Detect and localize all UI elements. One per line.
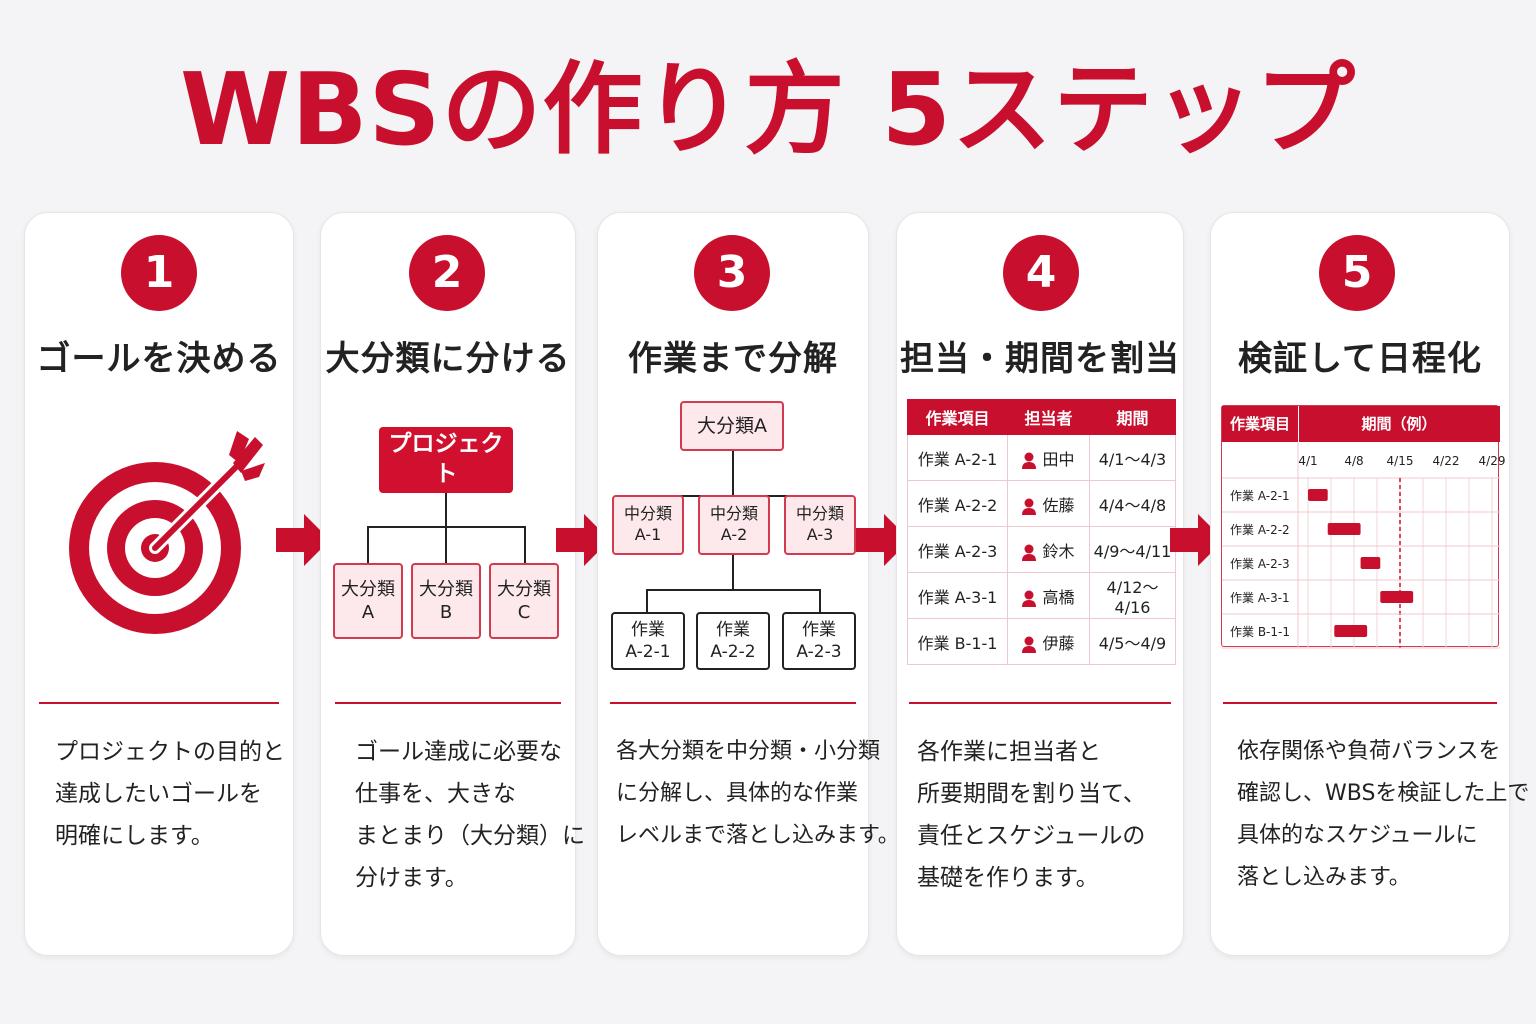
gantt-bar <box>1308 489 1328 501</box>
step-description: 依存関係や負荷バランスを 確認し、WBSを検証した上で 具体的なスケジュールに … <box>1237 739 1530 890</box>
task-label: 作業 A-2-3 <box>1230 557 1290 571</box>
gantt-bar <box>1360 557 1381 569</box>
person-icon <box>1022 544 1037 561</box>
tree-connector <box>646 589 648 613</box>
divider <box>1223 702 1497 704</box>
step-title: 作業まで分解 <box>628 339 838 379</box>
divider <box>610 702 856 704</box>
step-number-badge: 5 <box>1319 235 1395 311</box>
date-tick-label: 4/8 <box>1344 454 1363 468</box>
target-with-arrow-icon <box>69 431 265 634</box>
column-header: 期間（例） <box>1361 415 1437 433</box>
person-icon <box>1022 636 1037 653</box>
arrow-right-icon <box>276 514 330 566</box>
step-description: 各大分類を中分類・小分類 に分解し、具体的な作業 レベルまで落とし込みます。 <box>616 739 900 848</box>
step-description: 各作業に担当者と 所要期間を割り当て、 責任とスケジュールの 基礎を作ります。 <box>917 739 1146 891</box>
gantt-header <box>1222 406 1500 442</box>
step-title: 担当・期間を割当 <box>900 339 1180 379</box>
date-tick-label: 4/22 <box>1433 454 1460 468</box>
tree-connector <box>732 451 734 496</box>
divider <box>909 702 1171 704</box>
gantt-chart: 作業項目 期間（例） 4/1 4/8 4/15 4/22 4/29 作業 A-2-1 作業 … <box>1221 405 1505 649</box>
step-card-4: 4 担当・期間を割当 作業項目 担当者 期間 作業 A-2-1 田中 4/1～4… <box>896 212 1184 956</box>
tree-connector <box>367 526 369 564</box>
tree-connector <box>732 555 734 590</box>
date-tick-label: 4/15 <box>1387 454 1414 468</box>
step-number-badge: 1 <box>121 235 197 311</box>
tree-connector <box>445 493 447 527</box>
step-title: 大分類に分ける <box>325 339 571 379</box>
task-label: 作業 A-3-1 <box>1230 591 1290 605</box>
column-header: 期間 <box>1089 399 1176 435</box>
table-row: 作業 A-2-2 佐藤 4/4～4/8 <box>907 480 1176 527</box>
tree-connector <box>524 526 526 564</box>
project-node: プロジェクト <box>379 427 513 493</box>
step-number-badge: 3 <box>694 235 770 311</box>
divider <box>39 702 279 704</box>
date-tick-label: 4/29 <box>1479 454 1506 468</box>
table-row: 作業 A-2-1 田中 4/1～4/3 <box>907 434 1176 481</box>
step-title: 検証して日程化 <box>1238 339 1482 379</box>
tree-connector <box>445 526 447 564</box>
tree-connector <box>819 589 821 613</box>
page-title: WBSの作り方 5ステップ <box>180 51 1356 168</box>
task-label: 作業 A-2-2 <box>1230 523 1290 537</box>
arrow-right-icon <box>556 514 610 566</box>
task-label: 作業 B-1-1 <box>1230 625 1290 639</box>
gantt-bar <box>1380 591 1414 603</box>
person-icon <box>1022 498 1037 515</box>
table-row: 作業 B-1-1 伊藤 4/5～4/9 <box>907 618 1176 665</box>
step-title: ゴールを決める <box>36 339 282 379</box>
column-header: 作業項目 <box>907 399 1008 435</box>
root-category-node: 大分類A <box>680 401 784 451</box>
step-number-badge: 4 <box>1003 235 1079 311</box>
column-header: 担当者 <box>1007 399 1090 435</box>
column-header: 作業項目 <box>1222 406 1299 442</box>
step-description: ゴール達成に必要な 仕事を、大きな まとまり（大分類）に 分けます。 <box>355 739 585 891</box>
person-icon <box>1022 590 1037 607</box>
step-description: プロジェクトの目的と 達成したいゴールを 明確にします。 <box>55 739 285 849</box>
date-tick-label: 4/1 <box>1298 454 1317 468</box>
table-row: 作業 A-3-1 高橋 4/12～4/16 <box>907 572 1176 619</box>
step-card-1: 1 ゴールを決める プロジェクトの目的と 達成したいゴールを 明確にします。 <box>24 212 294 956</box>
step-number-badge: 2 <box>409 235 485 311</box>
table-row: 作業 A-2-3 鈴木 4/9～4/11 <box>907 526 1176 573</box>
tree-connector <box>646 589 820 591</box>
task-label: 作業 A-2-1 <box>1230 489 1290 503</box>
person-icon <box>1022 452 1037 469</box>
gantt-grid: 4/1 4/8 4/15 4/22 4/29 作業 A-2-1 作業 A-2-2 作業 A-2… <box>1222 442 1505 649</box>
divider <box>335 702 561 704</box>
gantt-bar <box>1334 625 1368 637</box>
assignment-table: 作業項目 担当者 期間 作業 A-2-1 田中 4/1～4/3 作業 A-2-2… <box>907 399 1176 665</box>
gantt-bar <box>1327 523 1361 535</box>
